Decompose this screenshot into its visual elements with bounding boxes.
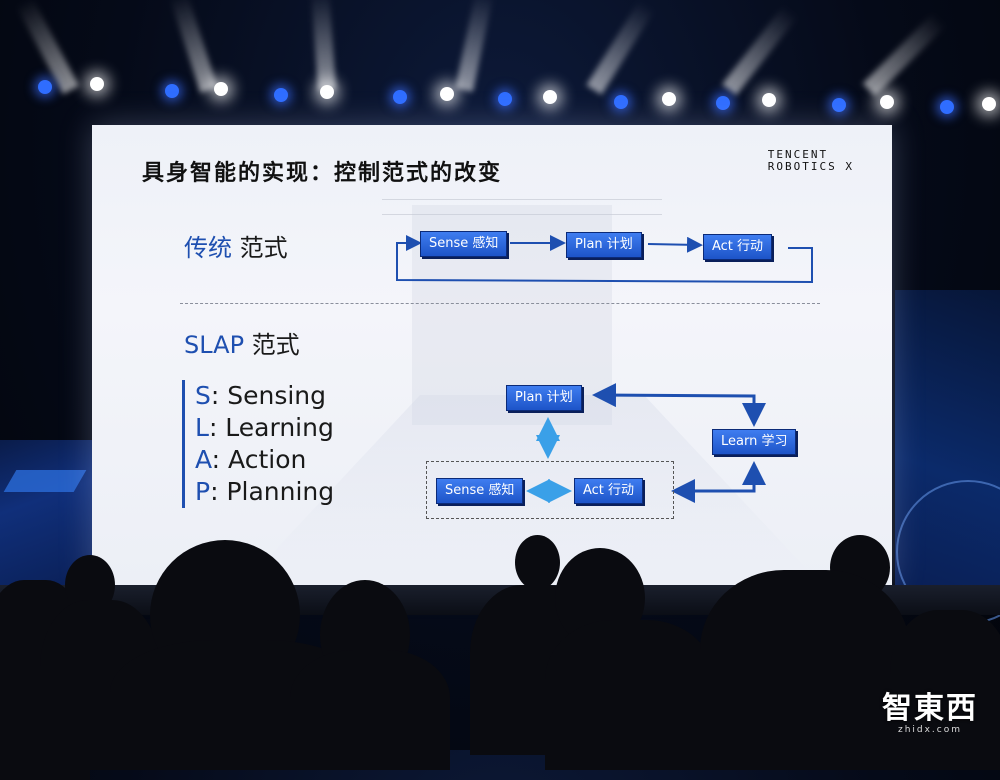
traditional-paradigm-label: 传统 范式 (184, 228, 288, 263)
light-beam (169, 0, 218, 93)
right-side-screen (895, 290, 1000, 624)
label-highlight: 传统 (184, 234, 232, 262)
arrow-feedback-loop (396, 235, 813, 284)
slap-plan-node: Plan 计划 (506, 385, 582, 411)
white-light (982, 97, 996, 111)
flow-arrows (396, 235, 813, 503)
brand-logo: TENCENT ROBOTICS X (768, 149, 854, 173)
white-light (90, 77, 104, 91)
blue-light (393, 90, 407, 104)
slap-learn-node: Learn 学习 (712, 429, 797, 455)
white-light (440, 87, 454, 101)
watermark-url: zhidx.com (897, 725, 963, 735)
stage-lights (0, 0, 1000, 130)
white-light (762, 93, 776, 107)
acronym-item: L: Learning (195, 413, 334, 442)
label-highlight: SLAP (184, 331, 245, 359)
decorative-lines (382, 199, 662, 215)
traditional-plan-node: Plan 计划 (566, 232, 642, 258)
label-text: 范式 (251, 331, 300, 359)
arrow-plan-learn (592, 383, 766, 427)
light-beam (586, 0, 655, 95)
watermark-logo: 智東西 (882, 691, 978, 726)
slap-act-node: Act 行动 (574, 478, 644, 504)
blue-light (716, 96, 730, 110)
blue-light (832, 98, 846, 112)
brand-line: TENCENT (767, 148, 829, 161)
blue-light (38, 80, 52, 94)
zhidx-watermark: 智東西 zhidx.com (882, 683, 978, 735)
acronym-item: P: Planning (195, 477, 335, 506)
white-light (880, 95, 894, 109)
slap-acronym-list: S: Sensing L: Learning A: Action P: Plan… (182, 380, 334, 508)
light-beam (721, 5, 798, 96)
blue-light (498, 92, 512, 106)
light-beam (455, 0, 494, 92)
brand-line: ROBOTICS X (767, 160, 854, 173)
light-beam (862, 12, 947, 97)
acronym-item: S: Sensing (195, 381, 327, 410)
slide-title: 具身智能的实现：控制范式的改变 (142, 160, 503, 186)
blue-light (614, 95, 628, 109)
traditional-sense-node: Sense 感知 (420, 231, 508, 257)
light-beam (311, 0, 336, 91)
white-light (214, 82, 228, 96)
traditional-act-node: Act 行动 (703, 234, 773, 260)
acronym-item: A: Action (195, 445, 307, 474)
arrow-learn-act (671, 461, 766, 503)
white-light (543, 90, 557, 104)
slap-sense-node: Sense 感知 (436, 478, 524, 504)
blue-light (940, 100, 954, 114)
blue-light (274, 88, 288, 102)
section-divider (180, 303, 820, 304)
blue-light (165, 84, 179, 98)
slap-paradigm-label: SLAP 范式 (184, 325, 300, 360)
white-light (662, 92, 676, 106)
sense-act-group (426, 461, 674, 519)
presentation-slide: 具身智能的实现：控制范式的改变 TENCENT ROBOTICS X 传统 范式… (92, 125, 892, 585)
arrow-plan-to-act (647, 236, 703, 253)
white-light (320, 85, 334, 99)
label-text: 范式 (239, 234, 288, 262)
